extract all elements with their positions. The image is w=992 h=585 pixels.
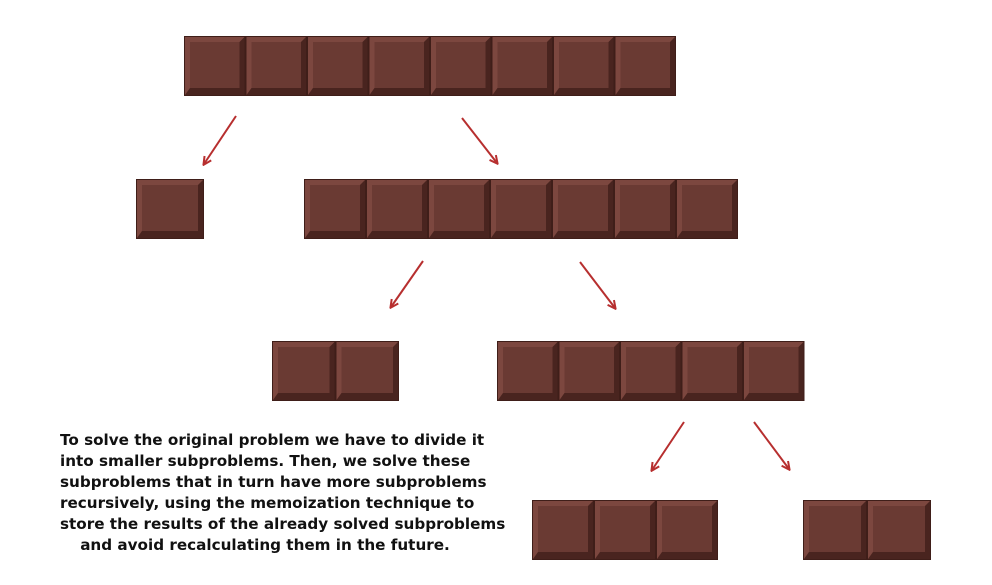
explanation-text: To solve the original problem we have to… [60,430,506,556]
chocolate-bar-level3-left [532,500,718,560]
chocolate-piece [431,37,491,95]
chocolate-piece [804,501,866,559]
chocolate-piece [621,342,681,400]
chocolate-piece [492,37,552,95]
chocolate-piece [185,37,245,95]
split-arrow-icon [391,260,424,307]
chocolate-piece [682,342,742,400]
split-arrow-icon [579,261,615,308]
chocolate-piece [554,37,614,95]
chocolate-piece [553,180,613,238]
split-arrow-icon [204,115,237,164]
chocolate-bar-level2-right [497,341,805,401]
chocolate-bar-level1-left [136,179,204,239]
chocolate-piece [677,180,737,238]
chocolate-piece [336,342,398,400]
chocolate-piece [429,180,489,238]
caption-line: subproblems that in turn have more subpr… [60,473,487,491]
chocolate-piece [498,342,558,400]
caption-line: To solve the original problem we have to… [60,431,485,449]
split-arrow-icon [753,421,789,469]
chocolate-piece [559,342,619,400]
chocolate-piece [533,501,593,559]
chocolate-bar-level1-right [304,179,738,239]
chocolate-piece [868,501,930,559]
chocolate-piece [595,501,655,559]
chocolate-piece [246,37,306,95]
chocolate-bar-level2-left [272,341,399,401]
chocolate-piece [615,37,675,95]
chocolate-piece [615,180,675,238]
chocolate-piece [744,342,804,400]
split-arrow-icon [461,117,497,163]
chocolate-piece [305,180,365,238]
split-arrow-icon [652,421,685,470]
chocolate-piece [491,180,551,238]
caption-line: recursively, using the memoization techn… [60,494,475,512]
caption-line: store the results of the already solved … [60,515,506,533]
chocolate-piece [657,501,717,559]
chocolate-piece [308,37,368,95]
chocolate-bar-level3-right [803,500,931,560]
chocolate-piece [369,37,429,95]
chocolate-bar-root [184,36,676,96]
chocolate-piece [367,180,427,238]
caption-line: and avoid recalculating them in the futu… [80,536,450,554]
chocolate-piece [137,180,203,238]
chocolate-piece [273,342,335,400]
caption-line: into smaller subproblems. Then, we solve… [60,452,471,470]
